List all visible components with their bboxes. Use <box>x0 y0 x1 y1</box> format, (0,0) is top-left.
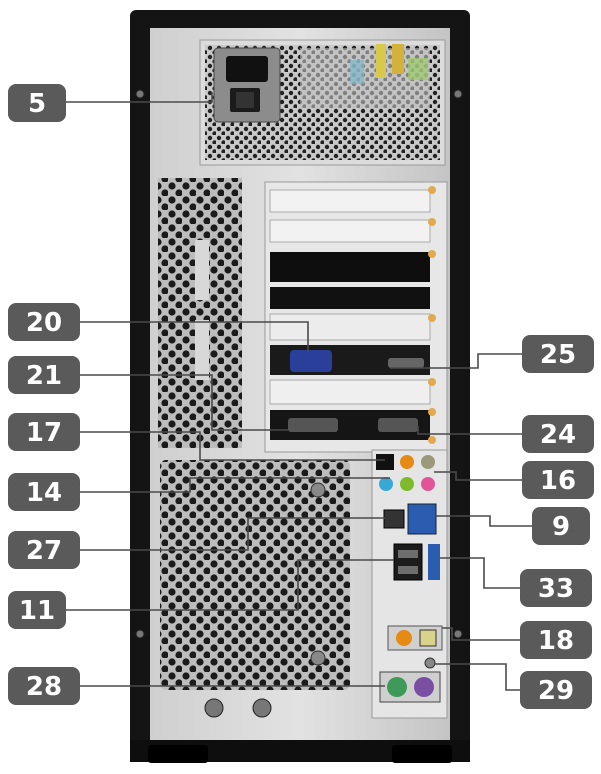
ethernet-port-icon <box>383 509 405 529</box>
ps2-keyboard-icon <box>414 677 434 697</box>
callout-5: 5 <box>8 84 66 122</box>
power-supply <box>199 39 446 166</box>
leader-5 <box>66 92 213 103</box>
callout-number: 27 <box>26 536 62 566</box>
callout-number: 25 <box>540 340 576 370</box>
callout-number: 9 <box>552 512 570 542</box>
leader-33 <box>440 557 520 589</box>
callout-29: 29 <box>520 671 592 709</box>
callout-number: 16 <box>540 466 576 496</box>
dvi-port-icon <box>288 418 338 432</box>
leader-24 <box>417 426 522 435</box>
leader-18 <box>442 627 520 641</box>
io-panel <box>371 449 448 719</box>
callout-number: 21 <box>26 361 62 391</box>
callout-number: 18 <box>538 626 574 656</box>
callout-labels: 5 20 21 17 14 27 11 28 25 24 16 9 33 18 29 <box>8 84 594 709</box>
usb2-port-icon <box>393 543 423 581</box>
upper-vent <box>158 178 242 448</box>
callout-number: 11 <box>19 596 55 626</box>
callout-badge <box>8 84 66 122</box>
callout-20: 20 <box>8 303 80 341</box>
callout-badge <box>8 356 80 394</box>
callout-28: 28 <box>8 667 80 705</box>
leader-27 <box>78 517 385 551</box>
leader-21 <box>76 374 288 431</box>
callout-badge <box>8 531 80 569</box>
leader-14 <box>78 477 390 493</box>
callout-number: 5 <box>28 89 46 119</box>
leader-16 <box>434 471 522 481</box>
callout-badge <box>520 671 592 709</box>
case-screws <box>135 89 463 718</box>
callout-9: 9 <box>532 507 590 545</box>
leader-11 <box>58 559 394 611</box>
expansion-slots <box>264 181 448 453</box>
audio-line-out-icon <box>400 477 414 491</box>
usb3-side-port-icon <box>428 544 440 580</box>
clear-cmos-icon <box>424 657 436 669</box>
optical-spdif-icon <box>419 629 437 647</box>
callout-14: 14 <box>8 473 80 511</box>
callout-badge <box>520 569 592 607</box>
callout-number: 17 <box>26 418 62 448</box>
callout-badge <box>8 473 80 511</box>
callout-badge <box>8 303 80 341</box>
callout-number: 28 <box>26 672 62 702</box>
callout-badge <box>8 591 66 629</box>
callout-badge <box>522 461 594 499</box>
usb3-port-icon <box>407 503 437 535</box>
leader-9 <box>436 515 532 527</box>
callout-25: 25 <box>522 335 594 373</box>
callout-badge <box>520 621 592 659</box>
callout-33: 33 <box>520 569 592 607</box>
callout-11: 11 <box>8 591 66 629</box>
callout-number: 20 <box>26 308 62 338</box>
leader-25 <box>390 353 522 369</box>
callout-number: 14 <box>26 478 62 508</box>
audio-orange-icon <box>400 455 414 469</box>
callout-badge <box>8 667 80 705</box>
leader-17 <box>78 431 385 461</box>
callout-number: 33 <box>538 574 574 604</box>
callout-24: 24 <box>522 415 594 453</box>
coax-spdif-icon <box>396 630 412 646</box>
audio-gray-icon <box>421 455 435 469</box>
leader-lines <box>58 92 532 691</box>
rear-fan-vent <box>160 460 350 690</box>
callout-27: 27 <box>8 531 80 569</box>
callout-badge <box>522 335 594 373</box>
callout-number: 24 <box>540 420 576 450</box>
callout-18: 18 <box>520 621 592 659</box>
ps2-mouse-icon <box>387 677 407 697</box>
callout-badge <box>532 507 590 545</box>
power-socket-icon <box>226 56 268 82</box>
vga-port-icon <box>290 350 332 372</box>
callout-16: 16 <box>522 461 594 499</box>
leader-20 <box>78 321 309 352</box>
callout-badge <box>522 415 594 453</box>
callout-21: 21 <box>8 356 80 394</box>
callout-number: 29 <box>538 676 574 706</box>
leader-29 <box>434 663 520 691</box>
audio-mic-icon <box>421 477 435 491</box>
callout-badge <box>8 413 80 451</box>
callout-17: 17 <box>8 413 80 451</box>
optical-audio-icon <box>376 454 394 470</box>
audio-line-in-icon <box>379 477 393 491</box>
